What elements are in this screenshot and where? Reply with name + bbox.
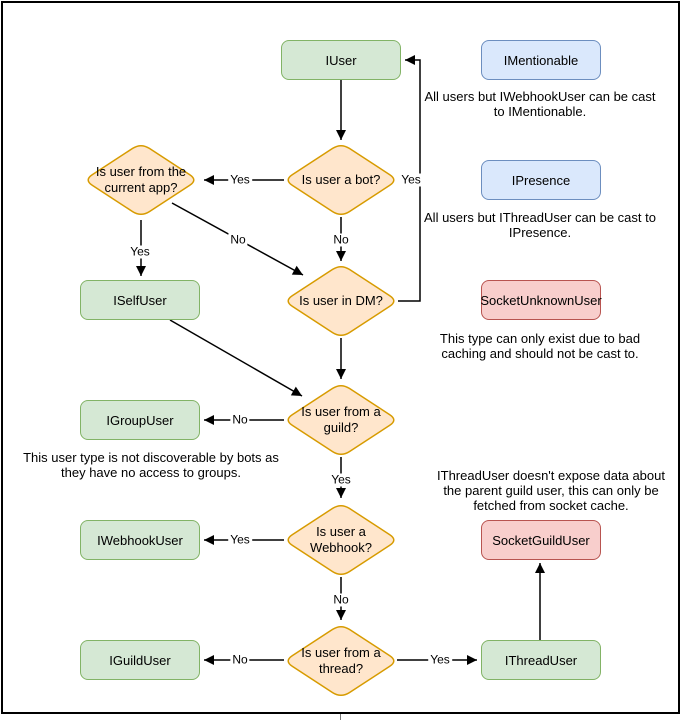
node-ipresence: IPresence [481,160,601,200]
node-ithreaduser: IThreadUser [481,640,601,680]
node-iguilduser: IGuildUser [80,640,200,680]
note-ipresence: All users but IThreadUser can be cast to… [424,210,656,240]
node-iwebhookuser: IWebhookUser [80,520,200,560]
decision-is-guild-label: Is user from a guild? [301,404,381,435]
edge-label-thread-yes: Yes [428,652,452,667]
edge-label-thread-no: No [230,652,250,667]
note-socketunknownuser: This type can only exist due to bad cach… [439,331,641,361]
decision-is-thread-label: Is user from a thread? [301,645,381,676]
edge-label-webhook-no: No [331,592,351,607]
edge-label-webhook-yes: Yes [228,532,252,547]
node-imentionable: IMentionable [481,40,601,80]
edge-label-dm-yes: Yes [399,172,423,187]
page-edge-tick [340,714,341,720]
node-iuser: IUser [281,40,401,80]
decision-is-webhook-label: Is user a Webhook? [310,524,372,555]
edge-label-app-yes: Yes [128,244,152,259]
edge-label-app-no: No [228,232,248,247]
node-socketunknownuser: SocketUnknownUser [480,280,602,320]
edge-label-bot-yes: Yes [228,172,252,187]
node-igroupuser: IGroupUser [80,400,200,440]
note-igroupuser: This user type is not discoverable by bo… [23,450,279,480]
edge-label-guild-no: No [230,412,250,427]
note-imentionable: All users but IWebhookUser can be cast t… [424,89,656,119]
edge-selfuser-to-guild [169,319,303,397]
edge-label-bot-no: No [331,232,351,247]
node-iselfuser: ISelfUser [80,280,200,320]
decision-is-current-app-label: Is user from the current app? [95,164,187,195]
decision-is-dm-label: Is user in DM? [299,293,383,308]
edge-label-guild-yes: Yes [329,472,353,487]
note-ithreaduser: IThreadUser doesn't expose data about th… [437,468,665,513]
node-socketguilduser: SocketGuildUser [481,520,601,560]
decision-is-bot-label: Is user a bot? [301,172,381,187]
